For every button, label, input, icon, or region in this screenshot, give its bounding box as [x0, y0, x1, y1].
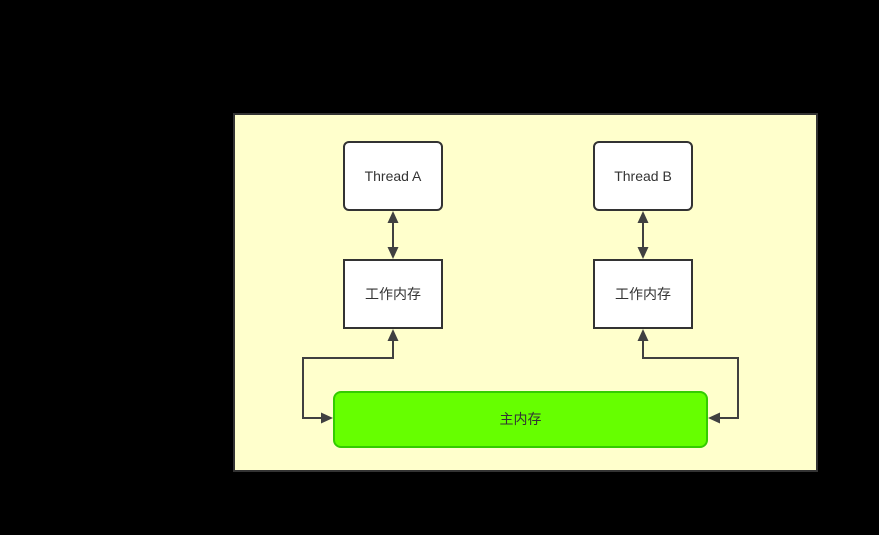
node-working-memory-a: 工作内存 — [343, 259, 443, 329]
node-thread-b: Thread B — [593, 141, 693, 211]
node-thread-a-label: Thread A — [364, 167, 422, 184]
node-main-memory-label: 主内存 — [499, 411, 542, 428]
node-thread-a: Thread A — [343, 141, 443, 211]
node-working-memory-b: 工作内存 — [593, 259, 693, 329]
node-main-memory: 主内存 — [333, 391, 708, 448]
node-working-memory-a-label: 工作内存 — [365, 285, 421, 302]
node-thread-b-label: Thread B — [614, 167, 672, 184]
node-working-memory-b-label: 工作内存 — [615, 285, 671, 302]
diagram-panel: Thread A Thread B 工作内存 工作内存 主内存 — [233, 113, 818, 472]
edge-thread-b-working-memory-b — [637, 211, 649, 259]
edge-thread-a-working-memory-a — [387, 211, 399, 259]
